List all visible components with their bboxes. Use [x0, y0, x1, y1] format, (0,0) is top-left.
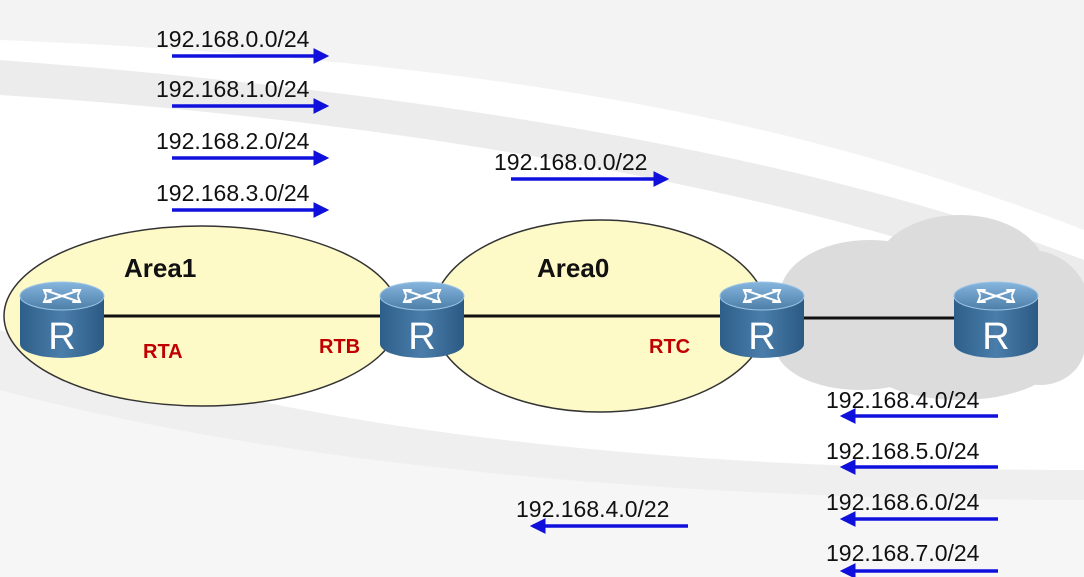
router-label-rtc: RTC	[649, 336, 691, 358]
route-label-area1: 192.168.0.0/24	[156, 26, 310, 52]
area0-label: Area0	[537, 253, 610, 283]
router-letter-icon: R	[48, 316, 75, 358]
router-label-rta: RTA	[143, 341, 183, 363]
summary-label-external: 192.168.4.0/22	[516, 496, 670, 522]
router-letter-icon: R	[982, 316, 1009, 358]
router-label-rtb: RTB	[319, 336, 361, 358]
router-rtc-icon: R	[719, 281, 805, 358]
route-label-area1: 192.168.1.0/24	[156, 76, 310, 102]
router-rtb-icon: R	[379, 281, 465, 358]
route-label-area1: 192.168.2.0/24	[156, 128, 310, 154]
summary-label-area1: 192.168.0.0/22	[494, 149, 648, 175]
area1-label: Area1	[124, 253, 197, 283]
arrows-group	[172, 48, 998, 577]
router-letter-icon: R	[408, 316, 435, 358]
route-label-external: 192.168.6.0/24	[826, 489, 980, 515]
router-rta-icon: R	[19, 281, 105, 358]
route-label-external: 192.168.4.0/24	[826, 387, 980, 413]
router-letter-icon: R	[748, 316, 775, 358]
route-label-external: 192.168.5.0/24	[826, 438, 980, 464]
router-external-icon: R	[953, 281, 1039, 358]
route-label-area1: 192.168.3.0/24	[156, 180, 310, 206]
route-label-external: 192.168.7.0/24	[826, 540, 980, 566]
